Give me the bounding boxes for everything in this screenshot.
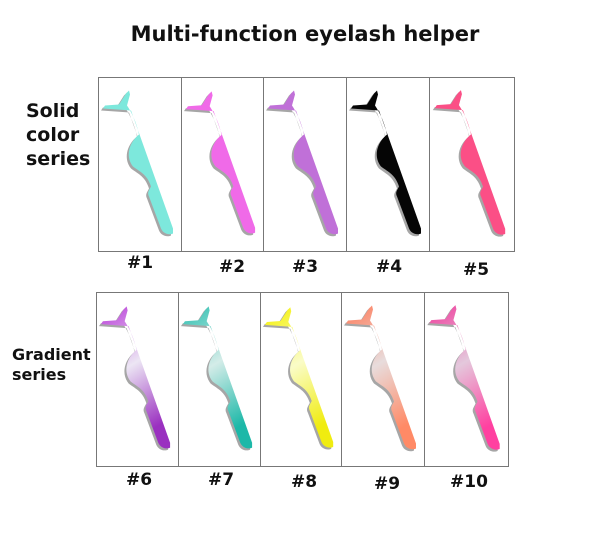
eyelash-tweezer-icon	[432, 90, 506, 237]
eyelash-tweezer-icon	[266, 90, 338, 237]
product-cell-1	[97, 293, 179, 466]
product-cell-5	[430, 78, 514, 251]
tweezer-shape	[429, 305, 500, 450]
tweezer-shape	[182, 306, 253, 449]
product-cell-3	[261, 293, 342, 466]
product-number-label: #10	[450, 472, 488, 492]
eyelash-tweezer-icon	[344, 305, 416, 452]
product-number-label: #2	[219, 257, 246, 277]
gradient-label-line1: Gradient	[12, 345, 91, 364]
eyelash-tweezer-icon	[101, 90, 173, 237]
product-number-label: #1	[127, 253, 154, 273]
product-cell-3	[264, 78, 347, 251]
eyelash-tweezer-icon	[180, 306, 253, 451]
product-number-label: #6	[126, 470, 153, 490]
tweezer-shape	[346, 305, 416, 450]
product-number-label: #7	[208, 470, 235, 490]
tweezer-shape	[100, 306, 171, 449]
eyelash-tweezer-icon	[349, 90, 421, 237]
product-number-label: #5	[463, 260, 490, 280]
product-cell-1	[99, 78, 182, 251]
product-cell-2	[182, 78, 264, 251]
tweezer-shape	[264, 307, 334, 448]
solid-product-row	[98, 77, 515, 252]
gradient-label-line2: series	[12, 365, 67, 384]
solid-label-line2: color	[26, 123, 80, 146]
product-cell-4	[342, 293, 425, 466]
tweezer-shape	[268, 90, 338, 235]
product-number-label: #8	[291, 472, 318, 492]
eyelash-tweezer-icon	[427, 305, 500, 452]
solid-series-label: Solid color series	[26, 100, 90, 171]
product-cell-5	[425, 293, 508, 466]
page-title: Multi-function eyelash helper	[130, 22, 480, 46]
solid-label-line1: Solid	[26, 100, 80, 122]
product-cell-4	[347, 78, 430, 251]
tweezer-shape	[434, 90, 506, 235]
tweezer-shape	[103, 90, 173, 235]
eyelash-tweezer-icon	[262, 307, 334, 450]
solid-label-line3: series	[26, 147, 91, 170]
product-number-label: #9	[374, 474, 401, 494]
eyelash-tweezer-icon	[183, 91, 256, 236]
product-number-label: #4	[376, 257, 403, 277]
tweezer-shape	[185, 91, 256, 234]
tweezer-shape	[351, 90, 421, 235]
product-number-label: #3	[292, 257, 319, 277]
gradient-product-row	[96, 292, 509, 467]
gradient-series-label: Gradient series	[12, 345, 91, 385]
product-cell-2	[179, 293, 261, 466]
eyelash-tweezer-icon	[98, 306, 171, 451]
